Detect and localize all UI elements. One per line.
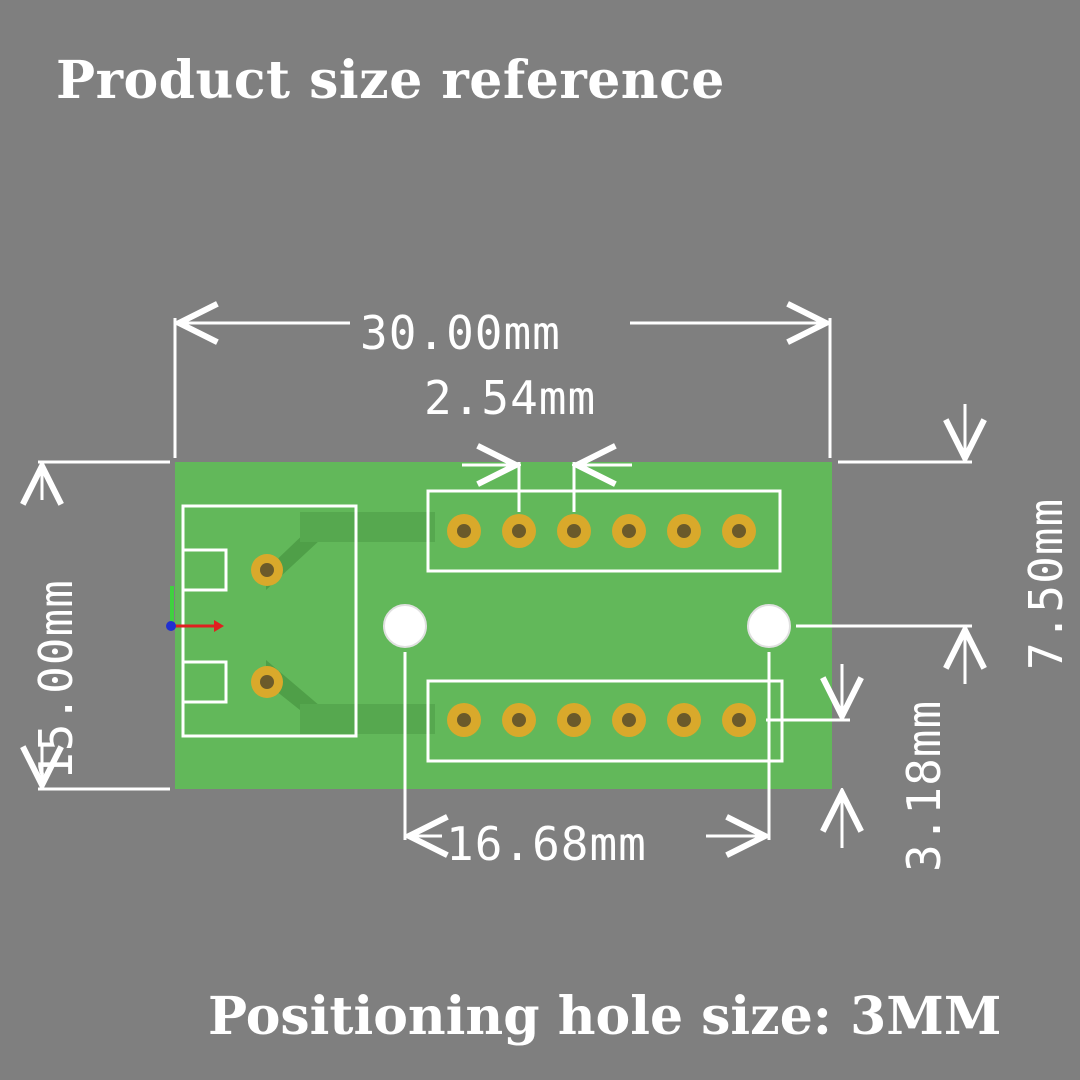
page-title: Product size reference: [56, 50, 725, 111]
dimension-hole-spacing-label: 16.68mm: [446, 817, 647, 871]
header-pads-top: [447, 514, 756, 548]
positioning-hole-left: [383, 604, 427, 648]
pad-hole: [457, 524, 471, 538]
connector-outline: [181, 504, 358, 738]
pad-hole: [622, 524, 636, 538]
pad-hole: [732, 524, 746, 538]
dimension-width: 30.00mm: [173, 306, 832, 458]
pad-hole: [512, 713, 526, 727]
dimension-pitch: 2.54mm: [424, 371, 632, 512]
pad-hole: [512, 524, 526, 538]
dimension-hole-spacing: 16.68mm: [403, 652, 771, 871]
connector-pad-2-hole: [260, 675, 274, 689]
axis-origin-icon: [166, 621, 176, 631]
trace-band-bottom: [300, 704, 435, 734]
pcb-board: [166, 462, 832, 789]
pad-hole: [457, 713, 471, 727]
pad-hole: [677, 524, 691, 538]
pad-hole: [622, 713, 636, 727]
pad-hole: [732, 713, 746, 727]
board-substrate: [175, 462, 832, 789]
dimension-width-label: 30.00mm: [360, 306, 561, 360]
connector-notch-bottom: [181, 660, 228, 704]
dimension-edge-offset-label: 3.18mm: [897, 700, 951, 872]
positioning-hole-note: Positioning hole size: 3MM: [208, 986, 1002, 1047]
pad-hole: [567, 524, 581, 538]
connector-notch-top: [181, 548, 228, 592]
pad-hole: [567, 713, 581, 727]
dimension-hole-offset-label: 7.50mm: [1019, 498, 1073, 670]
pad-hole: [677, 713, 691, 727]
dimension-height-label: 15.00mm: [29, 579, 83, 780]
positioning-hole-right: [747, 604, 791, 648]
trace-bottom: [266, 660, 430, 718]
axis-x-arrow-icon: [214, 620, 224, 632]
dimension-hole-offset: 7.50mm: [796, 404, 1073, 684]
header-outline-top: [426, 489, 782, 573]
dimension-pitch-label: 2.54mm: [424, 371, 596, 425]
trace-band-top: [300, 512, 435, 542]
connector-pad-1-hole: [260, 563, 274, 577]
trace-top: [266, 528, 430, 590]
header-pads-bottom: [447, 703, 756, 737]
dimension-edge-offset: 3.18mm: [766, 664, 951, 872]
dimension-height: 15.00mm: [29, 460, 170, 791]
